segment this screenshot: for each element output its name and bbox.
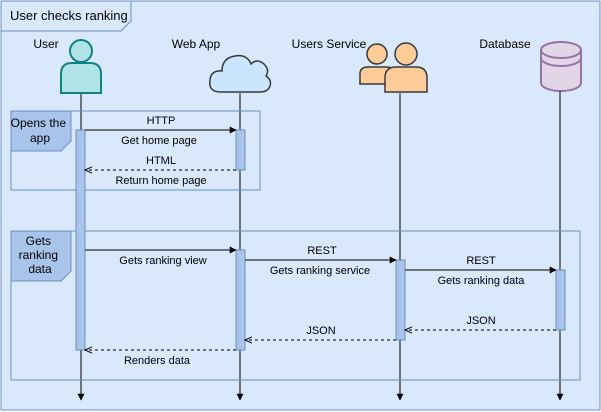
message-label-json-2: JSON: [306, 325, 335, 337]
group-frame-gets-ranking: [10, 230, 581, 381]
message-label-gets-ranking-data: Gets ranking data: [438, 275, 526, 287]
activation-webapp-2: [235, 249, 246, 351]
user-icon: [60, 39, 102, 94]
participant-label-webapp: Web App: [172, 37, 221, 51]
activation-database: [555, 269, 566, 331]
frame-title: User checks ranking: [10, 8, 128, 23]
message-label-rest-1: REST: [307, 245, 337, 257]
message-label-return-home-page: Return home page: [115, 175, 206, 187]
users-group-icon: [359, 42, 428, 93]
activation-webapp-1: [235, 129, 246, 171]
frame-title-tab: [0, 0, 132, 32]
message-label-http: HTTP: [147, 115, 176, 127]
message-label-gets-ranking-service: Gets ranking service: [270, 265, 370, 277]
group-label-gets-ranking: Gets ranking data: [19, 234, 62, 276]
participant-label-users-service: Users Service: [292, 37, 367, 51]
cloud-icon: [208, 54, 272, 93]
message-label-html: HTML: [146, 155, 176, 167]
message-label-json-1: JSON: [466, 315, 495, 327]
group-tab-gets-ranking: [10, 230, 72, 282]
message-label-rest-2: REST: [466, 255, 496, 267]
participant-label-database: Database: [479, 37, 531, 51]
message-label-get-home-page: Get home page: [121, 135, 197, 147]
activation-user: [75, 129, 86, 351]
message-label-renders-data: Renders data: [124, 355, 191, 367]
group-tab-opens-app: [10, 110, 72, 152]
participant-label-user: User: [33, 37, 58, 51]
group-label-opens-app: Opens the app: [11, 116, 70, 145]
message-label-gets-ranking-view: Gets ranking view: [119, 255, 206, 267]
database-icon: [540, 41, 582, 92]
activation-users-service: [395, 259, 406, 341]
